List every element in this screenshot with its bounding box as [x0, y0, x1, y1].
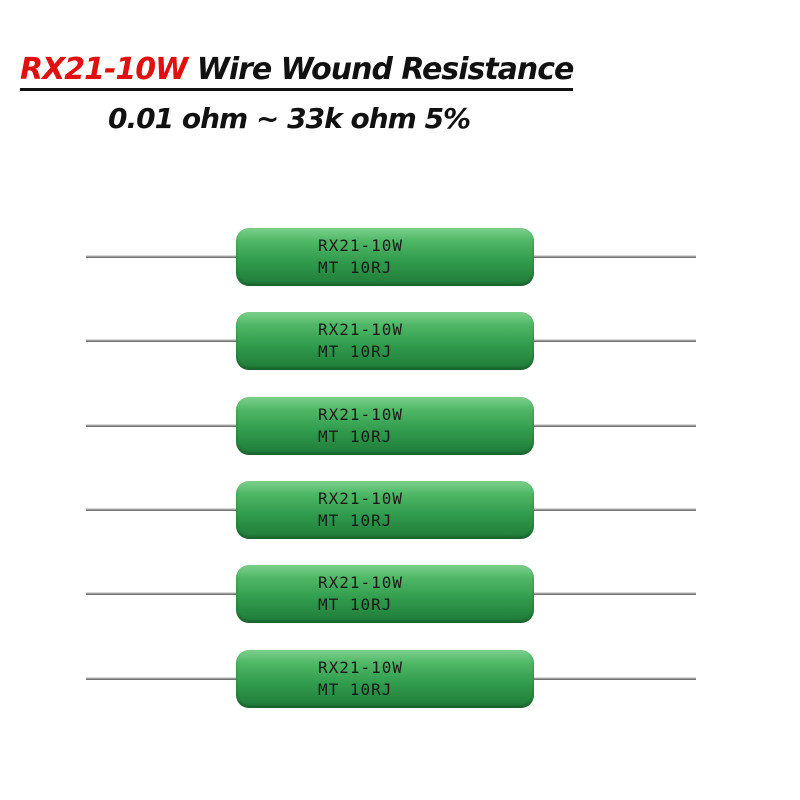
- resistor-6: RX21-10W MT 10RJ: [0, 650, 800, 710]
- resistor-body: RX21-10W MT 10RJ: [236, 481, 534, 539]
- resistor-lead-left: [86, 508, 246, 511]
- resistor-lead-right: [520, 424, 696, 427]
- resistor-lead-left: [86, 677, 246, 680]
- resistor-marking-model: RX21-10W: [318, 405, 404, 424]
- resistor-marking-model: RX21-10W: [318, 573, 404, 592]
- resistance-range: 0.01 ohm ~ 33k ohm 5%: [108, 102, 471, 135]
- resistor-lead-left: [86, 255, 246, 258]
- resistor-lead-left: [86, 592, 246, 595]
- resistor-body: RX21-10W MT 10RJ: [236, 650, 534, 708]
- resistor-1: RX21-10W MT 10RJ: [0, 228, 800, 288]
- resistor-lead-left: [86, 424, 246, 427]
- resistor-lead-right: [520, 508, 696, 511]
- resistor-body: RX21-10W MT 10RJ: [236, 397, 534, 455]
- resistor-marking-model: RX21-10W: [318, 236, 404, 255]
- resistor-2: RX21-10W MT 10RJ: [0, 312, 800, 372]
- resistor-3: RX21-10W MT 10RJ: [0, 397, 800, 457]
- product-type: Wire Wound Resistance: [187, 52, 575, 87]
- resistor-marking-value: MT 10RJ: [318, 595, 393, 614]
- resistor-lead-right: [520, 255, 696, 258]
- resistor-marking-value: MT 10RJ: [318, 258, 393, 277]
- resistor-body: RX21-10W MT 10RJ: [236, 565, 534, 623]
- resistor-5: RX21-10W MT 10RJ: [0, 565, 800, 625]
- resistor-marking-value: MT 10RJ: [318, 427, 393, 446]
- resistor-marking-model: RX21-10W: [318, 658, 404, 677]
- resistor-marking-value: MT 10RJ: [318, 511, 393, 530]
- resistor-body: RX21-10W MT 10RJ: [236, 228, 534, 286]
- resistor-4: RX21-10W MT 10RJ: [0, 481, 800, 541]
- model-name: RX21-10W: [20, 52, 188, 87]
- resistor-lead-right: [520, 339, 696, 342]
- resistor-marking-value: MT 10RJ: [318, 342, 393, 361]
- resistor-lead-right: [520, 677, 696, 680]
- resistor-marking-model: RX21-10W: [318, 489, 404, 508]
- resistor-marking-value: MT 10RJ: [318, 680, 393, 699]
- resistor-lead-right: [520, 592, 696, 595]
- resistor-marking-model: RX21-10W: [318, 320, 404, 339]
- resistor-body: RX21-10W MT 10RJ: [236, 312, 534, 370]
- product-title: RX21-10W Wire Wound Resistance: [20, 52, 575, 91]
- resistor-lead-left: [86, 339, 246, 342]
